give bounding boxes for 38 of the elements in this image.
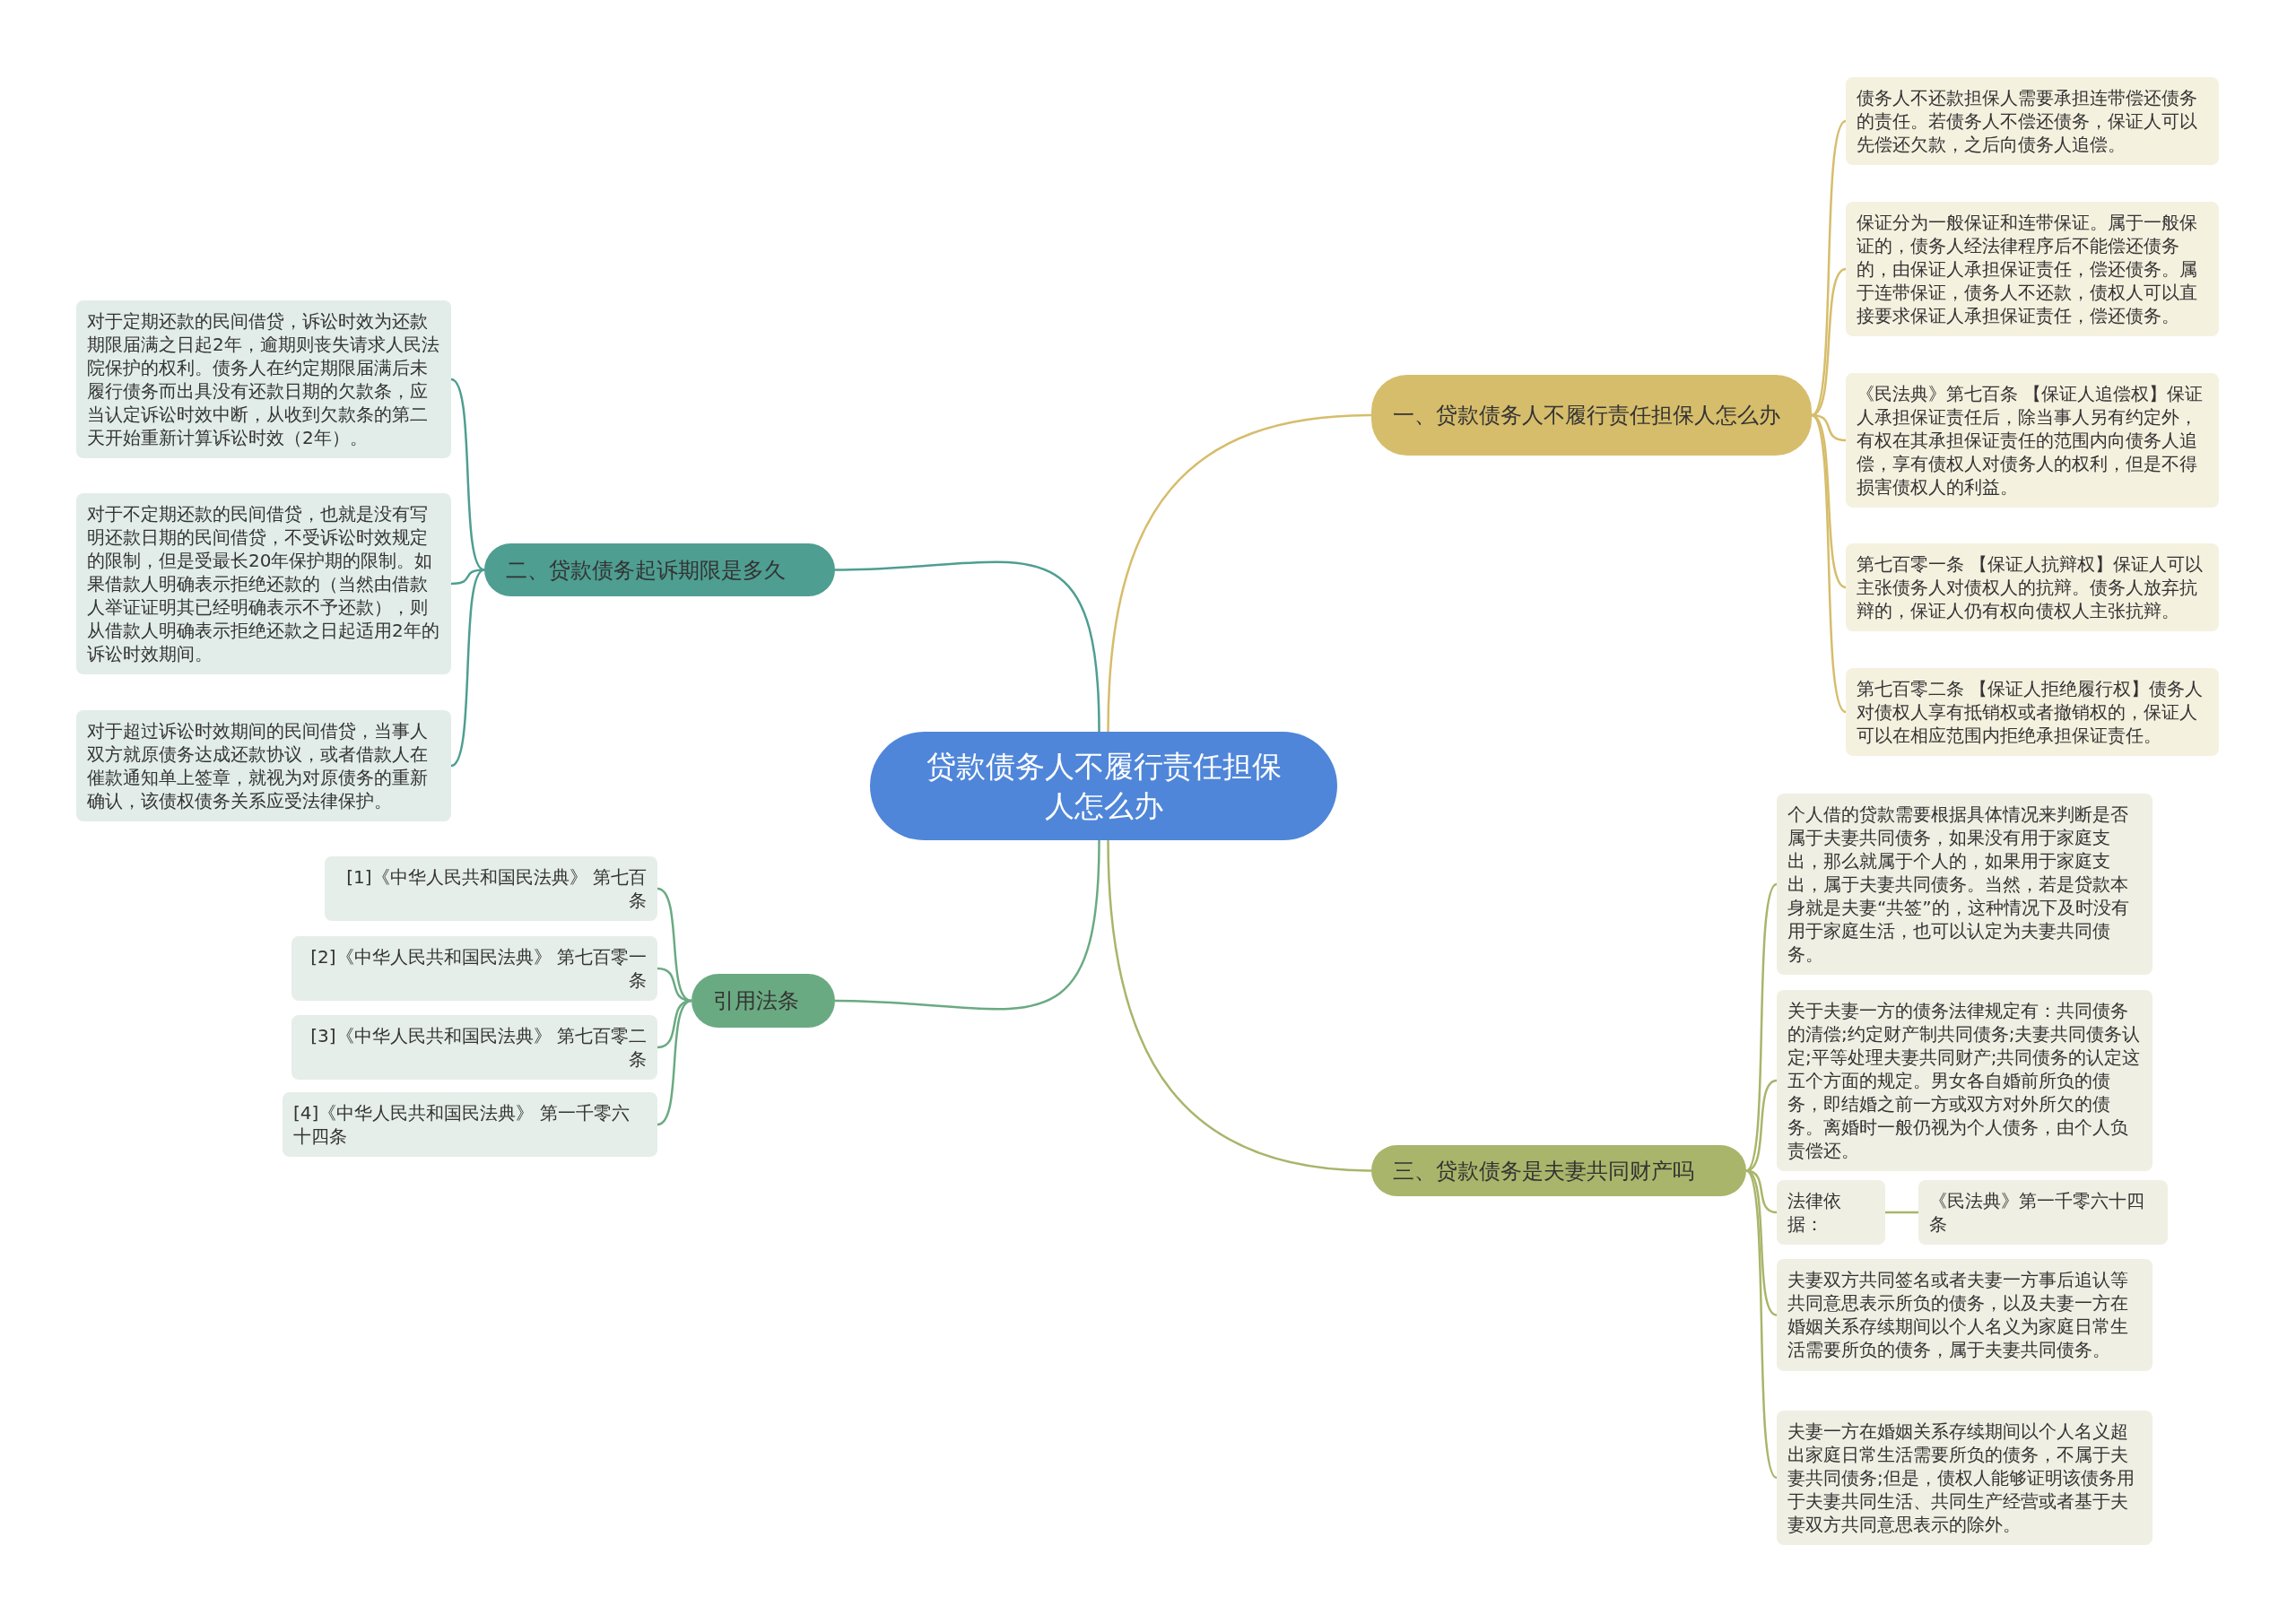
connector bbox=[1811, 267, 1847, 417]
connector bbox=[834, 560, 1100, 733]
label-card: 《民法典》第一千零六十四条 bbox=[1918, 1180, 2168, 1245]
note-card: 夫妻双方共同签名或者夫妻一方事后追认等共同意思表示所负的债务，以及夫妻一方在婚姻关系存续期间以个人名义为家庭日常生活需要所负的债务，属于夫妻共同债务。 bbox=[1777, 1259, 2152, 1371]
citation-card: [1]《中华人民共和国民法典》 第七百条 bbox=[325, 856, 657, 921]
connector bbox=[1811, 120, 1847, 416]
note-card: 保证分为一般保证和连带保证。属于一般保证的，债务人经法律程序后不能偿还债务的，由保证人承担保证责任，偿还债务。属于连带保证，债务人不还款，债权人可以直接要求保证人承担保证责任，偿还债务。 bbox=[1846, 202, 2219, 336]
connector bbox=[1107, 839, 1372, 1172]
citation-card: [3]《中华人民共和国民法典》 第七百零二条 bbox=[291, 1015, 657, 1080]
note-card: 《民法典》第七百条 【保证人追偿权】保证人承担保证责任后，除当事人另有约定外，有权在其承担保证责任的范围内向债务人追偿，享有债权人对债务人的权利，但是不得损害债权人的利益。 bbox=[1846, 373, 2219, 508]
note-card: 第七百零二条 【保证人拒绝履行权】债务人对债权人享有抵销权或者撤销权的，保证人可以在相应范围内拒绝承担保证责任。 bbox=[1846, 668, 2219, 756]
branch-topic: 三、贷款债务是夫妻共同财产吗 bbox=[1371, 1145, 1746, 1196]
connector bbox=[1811, 414, 1847, 713]
note-card: 对于超过诉讼时效期间的民间借贷，当事人双方就原债务达成还款协议，或者借款人在催款通知单上签章，就视为对原债务的重新确认，该债权债务关系应受法律保护。 bbox=[76, 710, 451, 821]
note-card: 关于夫妻一方的债务法律规定有：共同债务的清偿;约定财产制共同债务;夫妻共同债务认定;平等处理夫妻共同财产;共同债务的认定这五个方面的规定。男女各自婚前所负的债务，即结婚之前一方或双方对外所欠的债务。离婚时一般仍视为个人债务，由个人负责偿还。 bbox=[1777, 990, 2152, 1171]
label-card: 法律依据： bbox=[1777, 1180, 1885, 1245]
connector bbox=[834, 839, 1100, 1011]
citation-card: [2]《中华人民共和国民法典》 第七百零一条 bbox=[291, 936, 657, 1001]
note-card: 夫妻一方在婚姻关系存续期间以个人名义超出家庭日常生活需要所负的债务，不属于夫妻共同债务;但是，债权人能够证明该债务用于夫妻共同生活、共同生产经营或者基于夫妻双方共同意思表示的除外。 bbox=[1777, 1411, 2152, 1545]
note-card: 第七百零一条 【保证人抗辩权】保证人可以主张债务人对债权人的抗辩。债务人放弃抗辩的，保证人仍有权向债权人主张抗辩。 bbox=[1846, 543, 2219, 631]
note-card: 对于不定期还款的民间借贷，也就是没有写明还款日期的民间借贷，不受诉讼时效规定的限制，但是受最长20年保护期的限制。如果借款人明确表示拒绝还款的（当然由借款人举证证明其已经明确表示不予还款），则从借款人明确表示拒绝还款之日起适用2年的诉讼时效期间。 bbox=[76, 493, 451, 674]
note-card: 个人借的贷款需要根据具体情况来判断是否属于夫妻共同债务，如果没有用于家庭支出，那么就属于个人的，如果用于家庭支出，属于夫妻共同债务。当然，若是贷款本身就是夫妻“共签”的，这种情况下及时没有用于家庭生活，也可以认定为夫妻共同债务。 bbox=[1777, 794, 2152, 975]
connector bbox=[1885, 1211, 1918, 1214]
connector bbox=[657, 999, 692, 1126]
connector bbox=[450, 378, 485, 571]
citation-card: [4]《中华人民共和国民法典》 第一千零六十四条 bbox=[283, 1092, 657, 1157]
note-card: 债务人不还款担保人需要承担连带偿还债务的责任。若债务人不偿还债务，保证人可以先偿还欠款，之后向债务人追偿。 bbox=[1846, 77, 2219, 165]
branch-topic: 引用法条 bbox=[691, 974, 835, 1028]
note-card: 对于定期还款的民间借贷，诉讼时效为还款期限届满之日起2年，逾期则丧失请求人民法院保护的权利。债务人在约定期限届满后未履行债务而出具没有还款日期的欠款条，应当认定诉讼时效中断，从收到欠款条的第二天开始重新计算诉讼时效（2年）。 bbox=[76, 300, 451, 458]
connector bbox=[1811, 413, 1847, 589]
connector bbox=[450, 569, 485, 768]
branch-topic: 二、贷款债务起诉期限是多久 bbox=[484, 543, 835, 596]
central-topic: 贷款债务人不履行责任担保人怎么办 bbox=[870, 732, 1337, 840]
connector bbox=[1745, 1169, 1778, 1479]
connector bbox=[1107, 413, 1372, 733]
branch-topic: 一、贷款债务人不履行责任担保人怎么办 bbox=[1371, 375, 1812, 456]
connector bbox=[1745, 883, 1778, 1172]
connector bbox=[657, 887, 692, 1003]
